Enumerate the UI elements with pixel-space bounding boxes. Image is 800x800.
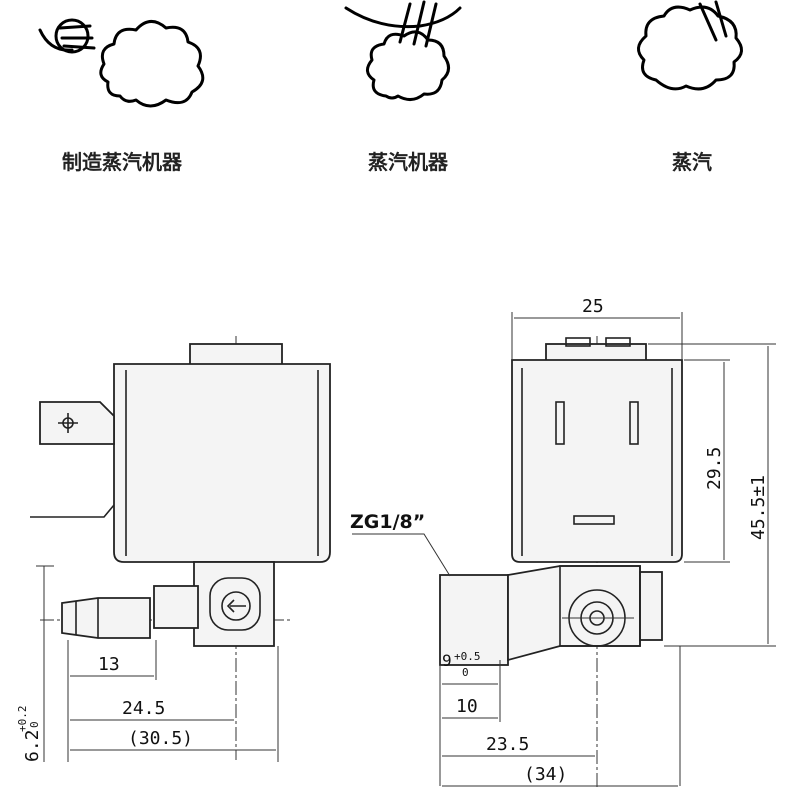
dim-13: 13: [98, 654, 120, 675]
dim-9: 9: [442, 651, 452, 670]
dim-9-tol-lower: 0: [462, 666, 469, 679]
dim-6-2: 6.2: [22, 729, 43, 762]
dim-23-5: 23.5: [486, 734, 529, 755]
side-valve-body: [193, 561, 275, 647]
front-coil-body: [511, 359, 683, 563]
thread-leader-line: [352, 533, 451, 577]
front-inlet-fitting: [439, 574, 509, 666]
dim-29-5: 29.5: [704, 447, 725, 490]
dim-6-2-tol-lower: 0: [28, 721, 41, 728]
terminal-slot-right: [629, 401, 639, 445]
dim-34: (34): [524, 764, 567, 785]
thread-label: ZG1/8”: [350, 511, 425, 533]
side-coil-body: [113, 363, 331, 563]
terminal-slot-bottom: [573, 515, 615, 525]
side-ground-pin: [30, 504, 115, 518]
illustrations-strip: [38, 0, 743, 108]
side-view: 13 24.5 (30.5) 6.2 +0.2 0: [16, 336, 331, 763]
side-coil-cap: [189, 343, 283, 367]
dim-6-2-group: 6.2 +0.2 0: [16, 706, 43, 763]
dim-25: 25: [582, 296, 604, 317]
terminal-slot-left: [555, 401, 565, 445]
front-view: ZG1/8” 25 29.5 45.5±1 9: [350, 296, 776, 790]
dim-45-5: 45.5±1: [748, 475, 769, 540]
steam-making-icon: [38, 18, 205, 108]
dim-9-tol-upper: +0.5: [454, 650, 481, 663]
caption-steam-making: 制造蒸汽机器: [62, 150, 182, 174]
steam-cloud-icon: [637, 0, 743, 91]
steam-machine-icon: [344, 0, 462, 101]
dim-6-2-tol-upper: +0.2: [16, 706, 29, 733]
dim-30-5: (30.5): [128, 728, 193, 749]
dim-24-5: 24.5: [122, 698, 165, 719]
dim-10: 10: [456, 696, 478, 717]
caption-steam-machine: 蒸汽机器: [368, 150, 448, 174]
caption-steam: 蒸汽: [672, 150, 712, 174]
